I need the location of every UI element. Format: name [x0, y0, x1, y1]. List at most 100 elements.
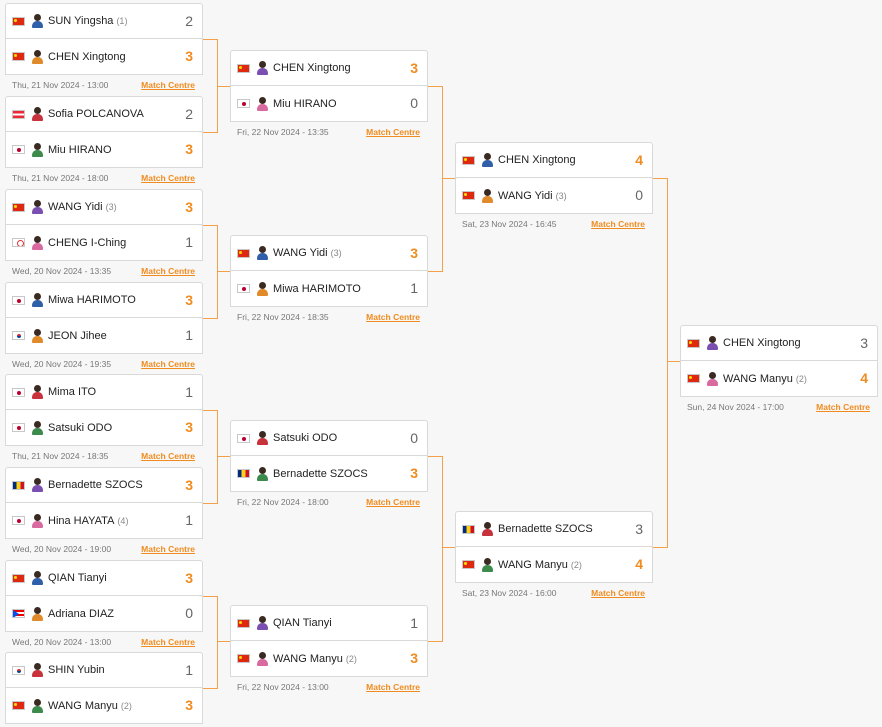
bracket-connector — [217, 225, 218, 319]
player-row[interactable]: WANG Manyu(2)4 — [455, 547, 653, 583]
player-name[interactable]: Adriana DIAZ — [48, 607, 115, 620]
flag-icon-kr — [12, 665, 25, 675]
match-centre-link[interactable]: Match Centre — [141, 172, 195, 183]
player-avatar-icon — [31, 293, 44, 307]
player-name[interactable]: SHIN Yubin — [48, 664, 105, 676]
player-name[interactable]: Miu HIRANO — [48, 143, 112, 156]
player-name[interactable]: CHEN Xingtong — [273, 62, 351, 74]
match-centre-link[interactable]: Match Centre — [141, 265, 195, 276]
flag-icon-at — [12, 109, 25, 119]
player-score: 3 — [185, 697, 193, 713]
flag-icon-ro — [462, 524, 475, 534]
player-avatar-icon — [31, 200, 44, 214]
player-name[interactable]: Miwa HARIMOTO — [48, 294, 136, 306]
player-name[interactable]: Satsuki ODO — [273, 432, 338, 444]
player-score: 3 — [185, 48, 193, 64]
player-name[interactable]: CHEN Xingtong — [48, 50, 126, 63]
player-name[interactable]: WANG Yidi — [48, 201, 103, 213]
player-row[interactable]: WANG Yidi(3)3 — [230, 235, 428, 271]
match-centre-link[interactable]: Match Centre — [141, 358, 195, 369]
player-row[interactable]: Miu HIRANO 0 — [230, 86, 428, 122]
player-row[interactable]: WANG Manyu(2)4 — [680, 361, 878, 397]
player-name[interactable]: Bernadette SZOCS — [498, 523, 593, 535]
match-centre-link[interactable]: Match Centre — [141, 79, 195, 90]
bracket-connector — [442, 456, 443, 642]
match-centre-link[interactable]: Match Centre — [816, 401, 870, 412]
player-avatar-icon — [256, 96, 269, 111]
flag-icon-cn — [687, 374, 700, 383]
player-name[interactable]: WANG Manyu — [48, 699, 118, 712]
player-score: 2 — [185, 13, 193, 29]
player-name[interactable]: WANG Yidi — [498, 189, 553, 202]
match-date: Fri, 22 Nov 2024 - 13:00 — [237, 681, 329, 692]
player-name[interactable]: CHENG I-Ching — [48, 236, 127, 249]
player-row[interactable]: WANG Manyu(2)3 — [5, 688, 203, 724]
player-name[interactable]: Hina HAYATA — [48, 514, 115, 527]
match-date: Fri, 22 Nov 2024 - 18:35 — [237, 311, 329, 322]
player-row[interactable]: SUN Yingsha(1)2 — [5, 3, 203, 39]
player-name[interactable]: WANG Yidi — [273, 247, 328, 259]
player-row[interactable]: WANG Yidi(3)0 — [455, 178, 653, 214]
match-centre-link[interactable]: Match Centre — [366, 311, 420, 322]
player-name[interactable]: Sofia POLCANOVA — [48, 108, 144, 120]
player-row[interactable]: Hina HAYATA(4)1 — [5, 503, 203, 539]
player-name[interactable]: WANG Manyu — [498, 558, 568, 571]
player-row[interactable]: CHEN Xingtong 3 — [5, 39, 203, 75]
player-name[interactable]: JEON Jihee — [48, 329, 107, 342]
player-name[interactable]: Mima ITO — [48, 386, 97, 398]
match-centre-link[interactable]: Match Centre — [366, 496, 420, 507]
player-row[interactable]: Mima ITO 1 — [5, 374, 203, 410]
player-name[interactable]: CHEN Xingtong — [723, 337, 801, 349]
bracket-connector — [203, 132, 217, 133]
player-name[interactable]: Bernadette SZOCS — [273, 467, 368, 480]
player-score: 1 — [185, 384, 193, 400]
match-centre-link[interactable]: Match Centre — [141, 543, 195, 554]
match-centre-link[interactable]: Match Centre — [141, 450, 195, 461]
player-name[interactable]: CHEN Xingtong — [498, 154, 576, 166]
player-name[interactable]: WANG Manyu — [273, 652, 343, 665]
player-name[interactable]: Miu HIRANO — [273, 97, 337, 110]
player-name[interactable]: Satsuki ODO — [48, 421, 113, 434]
player-score: 0 — [410, 95, 418, 111]
player-row[interactable]: WANG Manyu(2)3 — [230, 641, 428, 677]
player-avatar-icon — [31, 663, 44, 677]
flag-icon-jp — [237, 433, 250, 443]
player-name[interactable]: Miwa HARIMOTO — [273, 282, 361, 295]
match-centre-link[interactable]: Match Centre — [591, 587, 645, 598]
player-name[interactable]: SUN Yingsha — [48, 15, 114, 27]
player-name[interactable]: Bernadette SZOCS — [48, 479, 143, 491]
player-avatar-icon — [31, 513, 44, 528]
match-centre-link[interactable]: Match Centre — [591, 218, 645, 229]
player-avatar-icon — [31, 420, 44, 435]
player-name[interactable]: QIAN Tianyi — [48, 572, 107, 584]
player-name[interactable]: WANG Manyu — [723, 372, 793, 385]
match-centre-link[interactable]: Match Centre — [366, 681, 420, 692]
player-name[interactable]: QIAN Tianyi — [273, 617, 332, 629]
match-centre-link[interactable]: Match Centre — [141, 636, 195, 647]
player-score: 4 — [860, 370, 868, 386]
player-row[interactable]: WANG Yidi(3)3 — [5, 189, 203, 225]
match-centre-link[interactable]: Match Centre — [366, 126, 420, 137]
flag-icon-ro — [12, 480, 25, 490]
flag-icon-cn — [12, 52, 25, 61]
